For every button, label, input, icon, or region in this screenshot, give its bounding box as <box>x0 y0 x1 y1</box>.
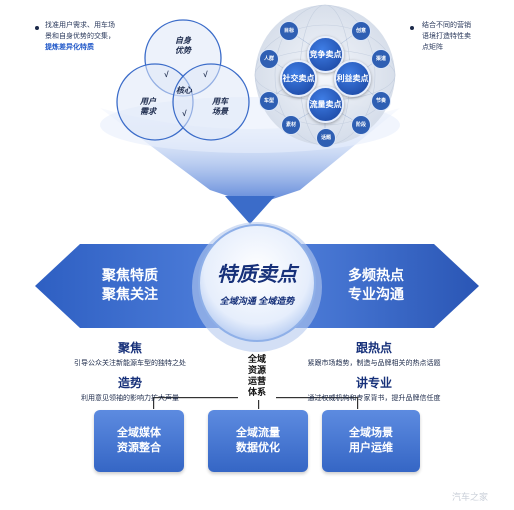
right-note-text: 结合不同的营销语境打造特性卖点矩阵 <box>422 22 471 51</box>
left-section-momentum-title: 造势 <box>117 376 142 390</box>
system-label: 全域 资源 运营 体系 <box>238 352 276 400</box>
right-section-expertise-desc: 通过权威机构和专家背书，提升品牌信任度 <box>307 395 441 402</box>
venn-check-right: √ <box>202 70 208 79</box>
system-label-line3: 运营 <box>247 376 266 386</box>
venn-label-self-advantage: 自身优势 <box>175 36 191 55</box>
right-section-trend-title: 跟热点 <box>355 341 392 355</box>
globe-node-traffic: 流量卖点 <box>307 86 344 123</box>
left-section-momentum-desc: 利用意见领袖的影响力扩大声量 <box>81 395 179 402</box>
left-note: 找准用户需求、用车场景和自身优势的交集， 提炼差异化特质 <box>45 20 115 53</box>
right-note-bullet <box>410 26 414 30</box>
system-label-line2: 资源 <box>247 365 266 375</box>
left-banner-line2: 聚焦关注 <box>102 286 158 302</box>
left-banner: 聚焦特质 聚焦关注 <box>90 266 170 304</box>
right-banner-line1: 多频热点 <box>348 267 404 283</box>
system-label-line1: 全域 <box>247 354 266 364</box>
box-media-integration: 全域媒体 资源整合 <box>94 410 184 472</box>
right-section-trend-desc: 紧跟市场趋势，制造与品牌相关的热点话题 <box>307 360 441 367</box>
right-banner-line2: 专业沟通 <box>348 286 404 302</box>
venn-label-user-needs: 用户需求 <box>140 97 156 116</box>
box-scenario-line2: 用户运维 <box>349 442 393 454</box>
venn-label-core: 核心 <box>176 86 192 95</box>
box-traffic-line1: 全域流量 <box>236 427 280 439</box>
globe-node-creative: 创意 <box>351 21 371 41</box>
globe-node-rhythm: 节奏 <box>371 91 391 111</box>
left-banner-line1: 聚焦特质 <box>102 267 158 283</box>
globe-node-topic: 话题 <box>316 128 336 148</box>
venn-label-car-scenario: 用车场景 <box>212 97 228 116</box>
left-note-text: 找准用户需求、用车场景和自身优势的交集， <box>45 22 115 40</box>
globe-node-model: 车型 <box>259 91 279 111</box>
globe-node-audience: 人群 <box>259 49 279 69</box>
box-media-line2: 资源整合 <box>117 442 161 454</box>
box-traffic-optimization: 全域流量 数据优化 <box>208 410 308 472</box>
right-note: 结合不同的营销语境打造特性卖点矩阵 <box>422 20 474 53</box>
right-banner: 多频热点 专业沟通 <box>336 266 416 304</box>
right-section-expertise-title: 讲专业 <box>355 376 392 390</box>
globe-node-social: 社交卖点 <box>280 60 317 97</box>
box-scenario-operation: 全域场景 用户运维 <box>322 410 420 472</box>
left-section-focus-title: 聚焦 <box>117 341 142 355</box>
venn-check-bottom: √ <box>181 109 187 118</box>
globe-node-stage: 阶段 <box>351 115 371 135</box>
system-label-line4: 体系 <box>247 387 266 397</box>
center-subtitle: 全域沟通 全域造势 <box>219 296 295 306</box>
venn-check-left: √ <box>163 70 169 79</box>
left-note-bullet <box>35 26 39 30</box>
globe-node-material: 素材 <box>281 115 301 135</box>
globe-node-target: 目标 <box>279 21 299 41</box>
left-note-highlight: 提炼差异化特质 <box>45 44 94 51</box>
globe-node-benefit: 利益卖点 <box>334 60 371 97</box>
box-scenario-line1: 全域场景 <box>349 427 393 439</box>
box-traffic-line2: 数据优化 <box>236 442 280 454</box>
box-media-line1: 全域媒体 <box>117 427 161 439</box>
globe-node-channel: 渠道 <box>371 49 391 69</box>
left-section-focus-desc: 引导公众关注新能源车型的独特之处 <box>74 360 186 367</box>
center-title: 特质卖点 <box>217 264 297 286</box>
watermark: 汽车之家 <box>452 492 489 502</box>
